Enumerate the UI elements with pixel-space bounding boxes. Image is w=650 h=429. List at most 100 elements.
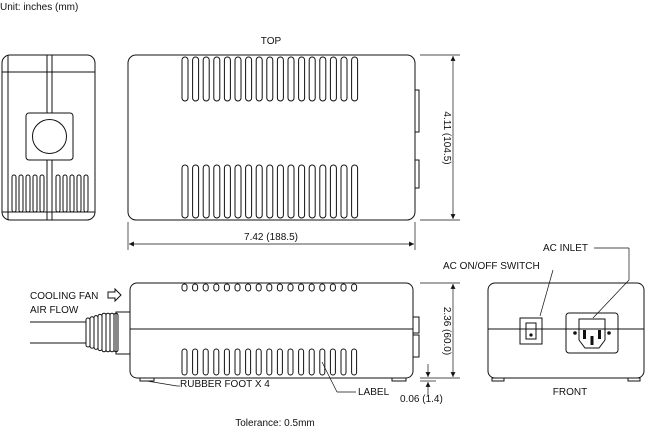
vent-slot bbox=[351, 283, 358, 292]
vent-slot bbox=[55, 174, 61, 213]
vent-slot bbox=[202, 164, 210, 219]
label-callout: LABEL bbox=[358, 387, 390, 398]
vent-slot bbox=[234, 283, 241, 292]
length-dimension: 7.42 (188.5) bbox=[244, 232, 298, 243]
vent-slot bbox=[62, 174, 68, 213]
vent-slot bbox=[276, 283, 283, 292]
vent-slot bbox=[213, 348, 220, 376]
side-vents-left bbox=[11, 174, 45, 213]
vent-slot bbox=[308, 283, 315, 292]
cable-rib bbox=[105, 312, 111, 353]
vent-slot bbox=[255, 164, 263, 219]
vent-slot bbox=[351, 56, 359, 102]
cable-strain-relief bbox=[85, 312, 119, 353]
top-view: TOP 4.11 (104.5) 7.42 (188.5) bbox=[127, 36, 460, 250]
vent-slot bbox=[18, 174, 24, 213]
rubber-foot-label: RUBBER FOOT X 4 bbox=[180, 379, 270, 390]
vent-slot bbox=[298, 348, 305, 376]
vent-slot bbox=[287, 283, 294, 292]
vent-slot bbox=[255, 56, 263, 102]
vent-slot bbox=[192, 164, 200, 219]
ac-inlet bbox=[578, 318, 606, 349]
vent-slot bbox=[32, 174, 38, 213]
vent-slot bbox=[329, 283, 336, 292]
cable-rib bbox=[89, 316, 95, 349]
vent-slot bbox=[245, 283, 252, 292]
vent-slot bbox=[181, 283, 188, 292]
vent-slot bbox=[351, 348, 358, 376]
vent-slot bbox=[223, 164, 231, 219]
vent-slot bbox=[245, 348, 252, 376]
top-vents-lower bbox=[181, 164, 359, 219]
fan-circle bbox=[32, 119, 67, 154]
vent-slot bbox=[319, 348, 326, 376]
vent-slot bbox=[223, 348, 230, 376]
front-body bbox=[487, 282, 645, 379]
switch-label: AC ON/OFF SWITCH bbox=[443, 261, 540, 272]
vent-slot bbox=[308, 164, 316, 219]
tolerance-note: Tolerance: 0.5mm bbox=[235, 418, 314, 429]
vent-slot bbox=[287, 164, 295, 219]
vent-slot bbox=[223, 283, 230, 292]
cable-rib bbox=[93, 315, 99, 350]
top-view-label: TOP bbox=[261, 36, 282, 47]
cooling-fan-label: COOLING FAN bbox=[30, 291, 98, 302]
vent-slot bbox=[25, 174, 31, 213]
vent-slot bbox=[245, 164, 253, 219]
vent-slot bbox=[181, 164, 189, 219]
vent-slot bbox=[213, 164, 221, 219]
vent-slot bbox=[202, 56, 210, 102]
vent-slot bbox=[192, 283, 199, 292]
vent-slot bbox=[287, 348, 294, 376]
vent-slot bbox=[83, 174, 89, 213]
vent-slot bbox=[223, 56, 231, 102]
vent-slot bbox=[329, 56, 337, 102]
height-dimension: 2.36 (60.0) bbox=[441, 307, 452, 355]
vent-slot bbox=[181, 56, 189, 102]
vent-slot bbox=[266, 56, 274, 102]
vent-slot bbox=[340, 283, 347, 292]
ac-inlet-flange bbox=[565, 312, 619, 354]
vent-slot bbox=[202, 283, 209, 292]
vent-slot bbox=[39, 174, 45, 213]
vent-slot bbox=[319, 283, 326, 292]
rubber-foot bbox=[139, 377, 155, 382]
cable-rib bbox=[109, 312, 115, 353]
vent-slot bbox=[192, 56, 200, 102]
vent-slot bbox=[319, 164, 327, 219]
vent-slot bbox=[234, 164, 242, 219]
vent-slot bbox=[202, 348, 209, 376]
side-view bbox=[1, 54, 96, 221]
vent-slot bbox=[76, 174, 82, 213]
fan-housing bbox=[25, 112, 74, 161]
vent-slot bbox=[213, 283, 220, 292]
vent-slot bbox=[234, 56, 242, 102]
vent-slot bbox=[266, 283, 273, 292]
vent-slot bbox=[329, 164, 337, 219]
side-elevation: COOLING FAN AIR FLOW RUBBER FOOT X 4 LAB… bbox=[30, 282, 460, 405]
rubber-foot bbox=[391, 377, 407, 382]
vent-slot bbox=[276, 348, 283, 376]
vent-slot bbox=[213, 56, 221, 102]
vent-slot bbox=[308, 56, 316, 102]
air-flow-label: AIR FLOW bbox=[30, 305, 79, 316]
vent-slot bbox=[192, 348, 199, 376]
front-view: AC ON/OFF SWITCH AC INLET FRONT bbox=[443, 243, 645, 398]
vent-slot bbox=[266, 348, 273, 376]
cable-rib bbox=[97, 313, 103, 352]
inlet-label: AC INLET bbox=[543, 243, 588, 254]
top-vents-upper bbox=[181, 56, 359, 102]
vent-slot bbox=[234, 348, 241, 376]
vent-slot bbox=[308, 348, 315, 376]
vent-slot bbox=[298, 56, 306, 102]
width-dimension: 4.11 (104.5) bbox=[441, 111, 452, 164]
vent-slot bbox=[276, 56, 284, 102]
vent-slot bbox=[276, 164, 284, 219]
vent-slot bbox=[319, 56, 327, 102]
vent-slot bbox=[255, 283, 262, 292]
vent-slot bbox=[298, 164, 306, 219]
vent-slot bbox=[329, 348, 336, 376]
top-body bbox=[127, 54, 416, 221]
side-vents-right bbox=[55, 174, 89, 213]
vent-slot bbox=[266, 164, 274, 219]
